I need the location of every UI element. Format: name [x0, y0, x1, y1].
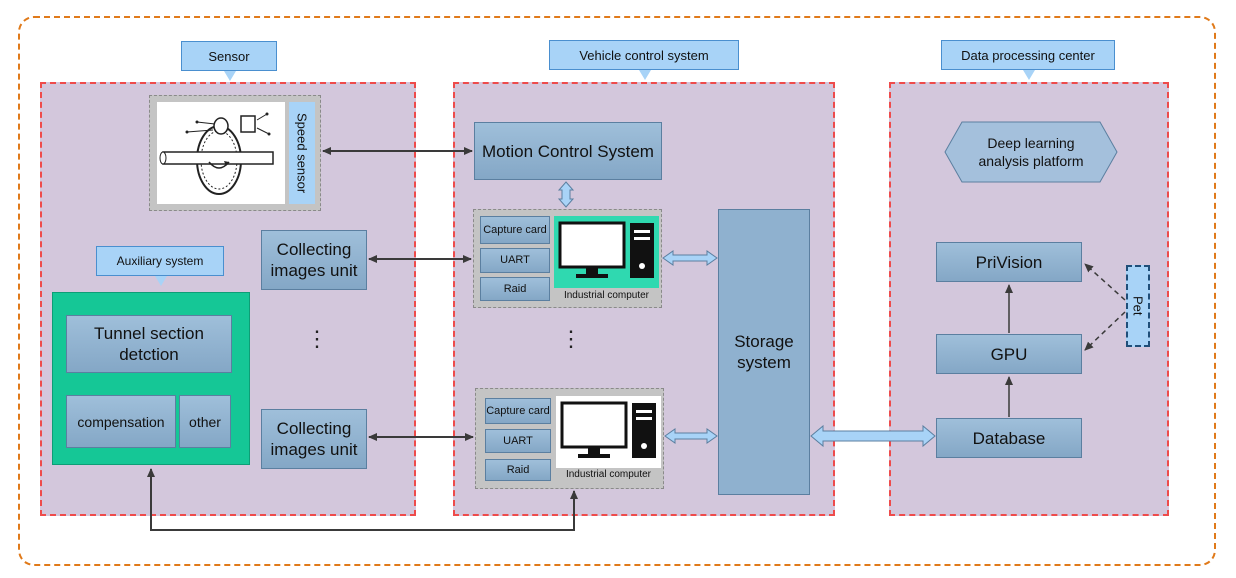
gpu-label: GPU: [990, 344, 1028, 364]
data-center-callout: Data processing center: [941, 40, 1115, 80]
uart-2-label: UART: [503, 434, 533, 447]
vehicle-ellipsis: ⋮: [560, 328, 582, 350]
capture-card-1: Capture card: [480, 216, 550, 244]
speed-sensor-image: [157, 102, 285, 204]
motion-control-system-label: Motion Control System: [482, 141, 654, 161]
privision-box: PriVision: [936, 242, 1082, 282]
uart-2: UART: [485, 429, 551, 453]
industrial-computer-2: Capture card UART Raid Industrial comput…: [475, 388, 664, 489]
compensation-label: compensation: [77, 413, 165, 430]
storage-system: Storage system: [718, 209, 810, 495]
compensation-box: compensation: [66, 395, 176, 448]
raid-2-label: Raid: [506, 463, 530, 476]
collecting-images-unit-2: Collecting images unit: [261, 409, 367, 469]
speed-sensor-frame: Speed sensor: [149, 95, 321, 211]
outer-frame: [18, 16, 1216, 566]
deep-learning-label: Deep learning analysis platform: [978, 135, 1084, 169]
database-label: Database: [972, 428, 1046, 448]
sensor-ellipsis-text: ⋮: [306, 326, 328, 351]
auxiliary-callout-label: Auxiliary system: [116, 254, 204, 268]
industrial-computer-1: Capture card UART Raid Industrial comput…: [473, 209, 662, 308]
raid-1: Raid: [480, 277, 550, 301]
sensor-ellipsis: ⋮: [306, 328, 328, 350]
speed-sensor-label-box: Speed sensor: [289, 102, 315, 204]
pet-box: Pet: [1126, 265, 1150, 347]
raid-1-label: Raid: [503, 282, 527, 295]
sensor-callout: Sensor: [181, 41, 277, 81]
database-box: Database: [936, 418, 1082, 458]
data-center-callout-label: Data processing center: [961, 47, 1095, 63]
pet-label: Pet: [1130, 296, 1146, 316]
hexagon-shape: [944, 121, 1118, 183]
other-box: other: [179, 395, 231, 448]
capture-card-1-label: Capture card: [483, 223, 547, 236]
speed-sensor-label: Speed sensor: [294, 112, 310, 194]
industrial-computer-2-label: Industrial computer: [565, 469, 652, 480]
desktop-computer-icon: [558, 221, 654, 278]
collecting-images-unit-1-label: Collecting images unit: [270, 240, 358, 280]
collecting-images-unit-2-label: Collecting images unit: [270, 419, 358, 459]
vehicle-callout: Vehicle control system: [549, 40, 739, 80]
capture-card-2-label: Capture card: [486, 404, 550, 417]
speed-sensor-drawing-icon: [159, 112, 274, 195]
gpu-box: GPU: [936, 334, 1082, 374]
uart-1-label: UART: [500, 254, 530, 266]
raid-2: Raid: [485, 459, 551, 481]
auxiliary-system: Tunnel section detction compensation oth…: [52, 292, 250, 465]
deep-learning-platform: Deep learning analysis platform: [944, 121, 1118, 183]
computer-screen-1: [554, 216, 659, 288]
computer-screen-2: [556, 396, 661, 468]
vehicle-callout-label: Vehicle control system: [579, 47, 709, 63]
capture-card-2: Capture card: [485, 398, 551, 424]
tunnel-section-detection-label: Tunnel section detction: [94, 324, 204, 364]
other-label: other: [189, 413, 221, 430]
vehicle-ellipsis-text: ⋮: [560, 326, 582, 351]
motion-control-system: Motion Control System: [474, 122, 662, 180]
uart-1: UART: [480, 248, 550, 273]
sensor-callout-label: Sensor: [208, 48, 250, 64]
desktop-computer-icon: [560, 401, 656, 458]
privision-label: PriVision: [975, 252, 1043, 272]
industrial-computer-1-label: Industrial computer: [563, 290, 650, 301]
collecting-images-unit-1: Collecting images unit: [261, 230, 367, 290]
auxiliary-callout: Auxiliary system: [96, 246, 224, 286]
tunnel-section-detection: Tunnel section detction: [66, 315, 232, 373]
storage-system-label: Storage system: [734, 332, 794, 372]
